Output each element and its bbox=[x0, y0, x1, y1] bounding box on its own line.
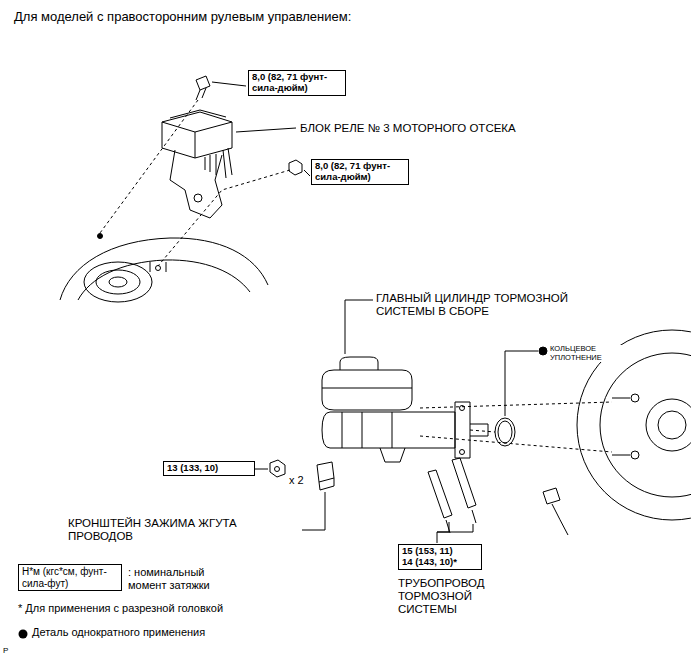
single-use-mark bbox=[539, 347, 547, 355]
torque-value: 8,0 (82, 71 фунт-сила-дюйм) bbox=[315, 161, 405, 183]
legend-text: Деталь однократного применения bbox=[32, 626, 205, 639]
hidden-lines bbox=[100, 100, 612, 452]
torque-box: 8,0 (82, 71 фунт-сила-дюйм) bbox=[248, 70, 346, 96]
single-use-mark bbox=[18, 629, 28, 639]
legend-torque-box: Н*м (кгс*см, фунт-сила-фут) bbox=[18, 564, 122, 591]
strut-tower bbox=[60, 234, 268, 303]
o-ring bbox=[495, 418, 515, 446]
torque-value: Н*м (кгс*см, фунт-сила-фут) bbox=[22, 566, 118, 589]
torque-value: 15 (153, 11) bbox=[402, 546, 478, 557]
quantity: x 2 bbox=[289, 474, 304, 487]
part-name: ГЛАВНЫЙ ЦИЛИНДР ТОРМОЗНОЙ СИСТЕМЫ В СБОР… bbox=[376, 292, 611, 318]
torque-value: 14 (143, 10)* bbox=[402, 557, 478, 568]
relay-block bbox=[162, 110, 232, 218]
torque-box: 8,0 (82, 71 фунт-сила-дюйм) bbox=[311, 159, 409, 185]
part-name: КРОНШТЕЙН ЗАЖИМА ЖГУТА ПРОВОДОВ bbox=[68, 517, 274, 543]
part-name: ТРУБОПРОВОД ТОРМОЗНОЙ СИСТЕМЫ bbox=[398, 577, 508, 617]
part-name: БЛОК РЕЛЕ № 3 МОТОРНОГО ОТСЕКА bbox=[300, 122, 516, 135]
legend-note: : номинальный момент затяжки bbox=[128, 566, 238, 591]
mounting-nuts bbox=[270, 460, 285, 477]
torque-value: 8,0 (82, 71 фунт-сила-дюйм) bbox=[252, 72, 342, 94]
torque-value: 13 (133, 10) bbox=[167, 463, 251, 474]
relay-bolt bbox=[196, 76, 210, 100]
page-title: Для моделей с правосторонним рулевым упр… bbox=[14, 10, 351, 25]
master-cylinder bbox=[322, 357, 488, 462]
page-mark: P bbox=[3, 646, 8, 655]
harness-bracket bbox=[317, 462, 334, 490]
part-name: КОЛЬЦЕВОЕ УПЛОТНЕНИЕ bbox=[550, 345, 624, 362]
torque-box: 13 (133, 10) bbox=[163, 461, 255, 476]
torque-box: 15 (153, 11)14 (143, 10)* bbox=[398, 544, 482, 570]
vacuum-connector bbox=[543, 488, 568, 535]
relay-nut bbox=[289, 160, 302, 175]
footnote: * Для применения с разрезной головкой bbox=[18, 602, 223, 615]
brake-tubes bbox=[428, 458, 476, 533]
